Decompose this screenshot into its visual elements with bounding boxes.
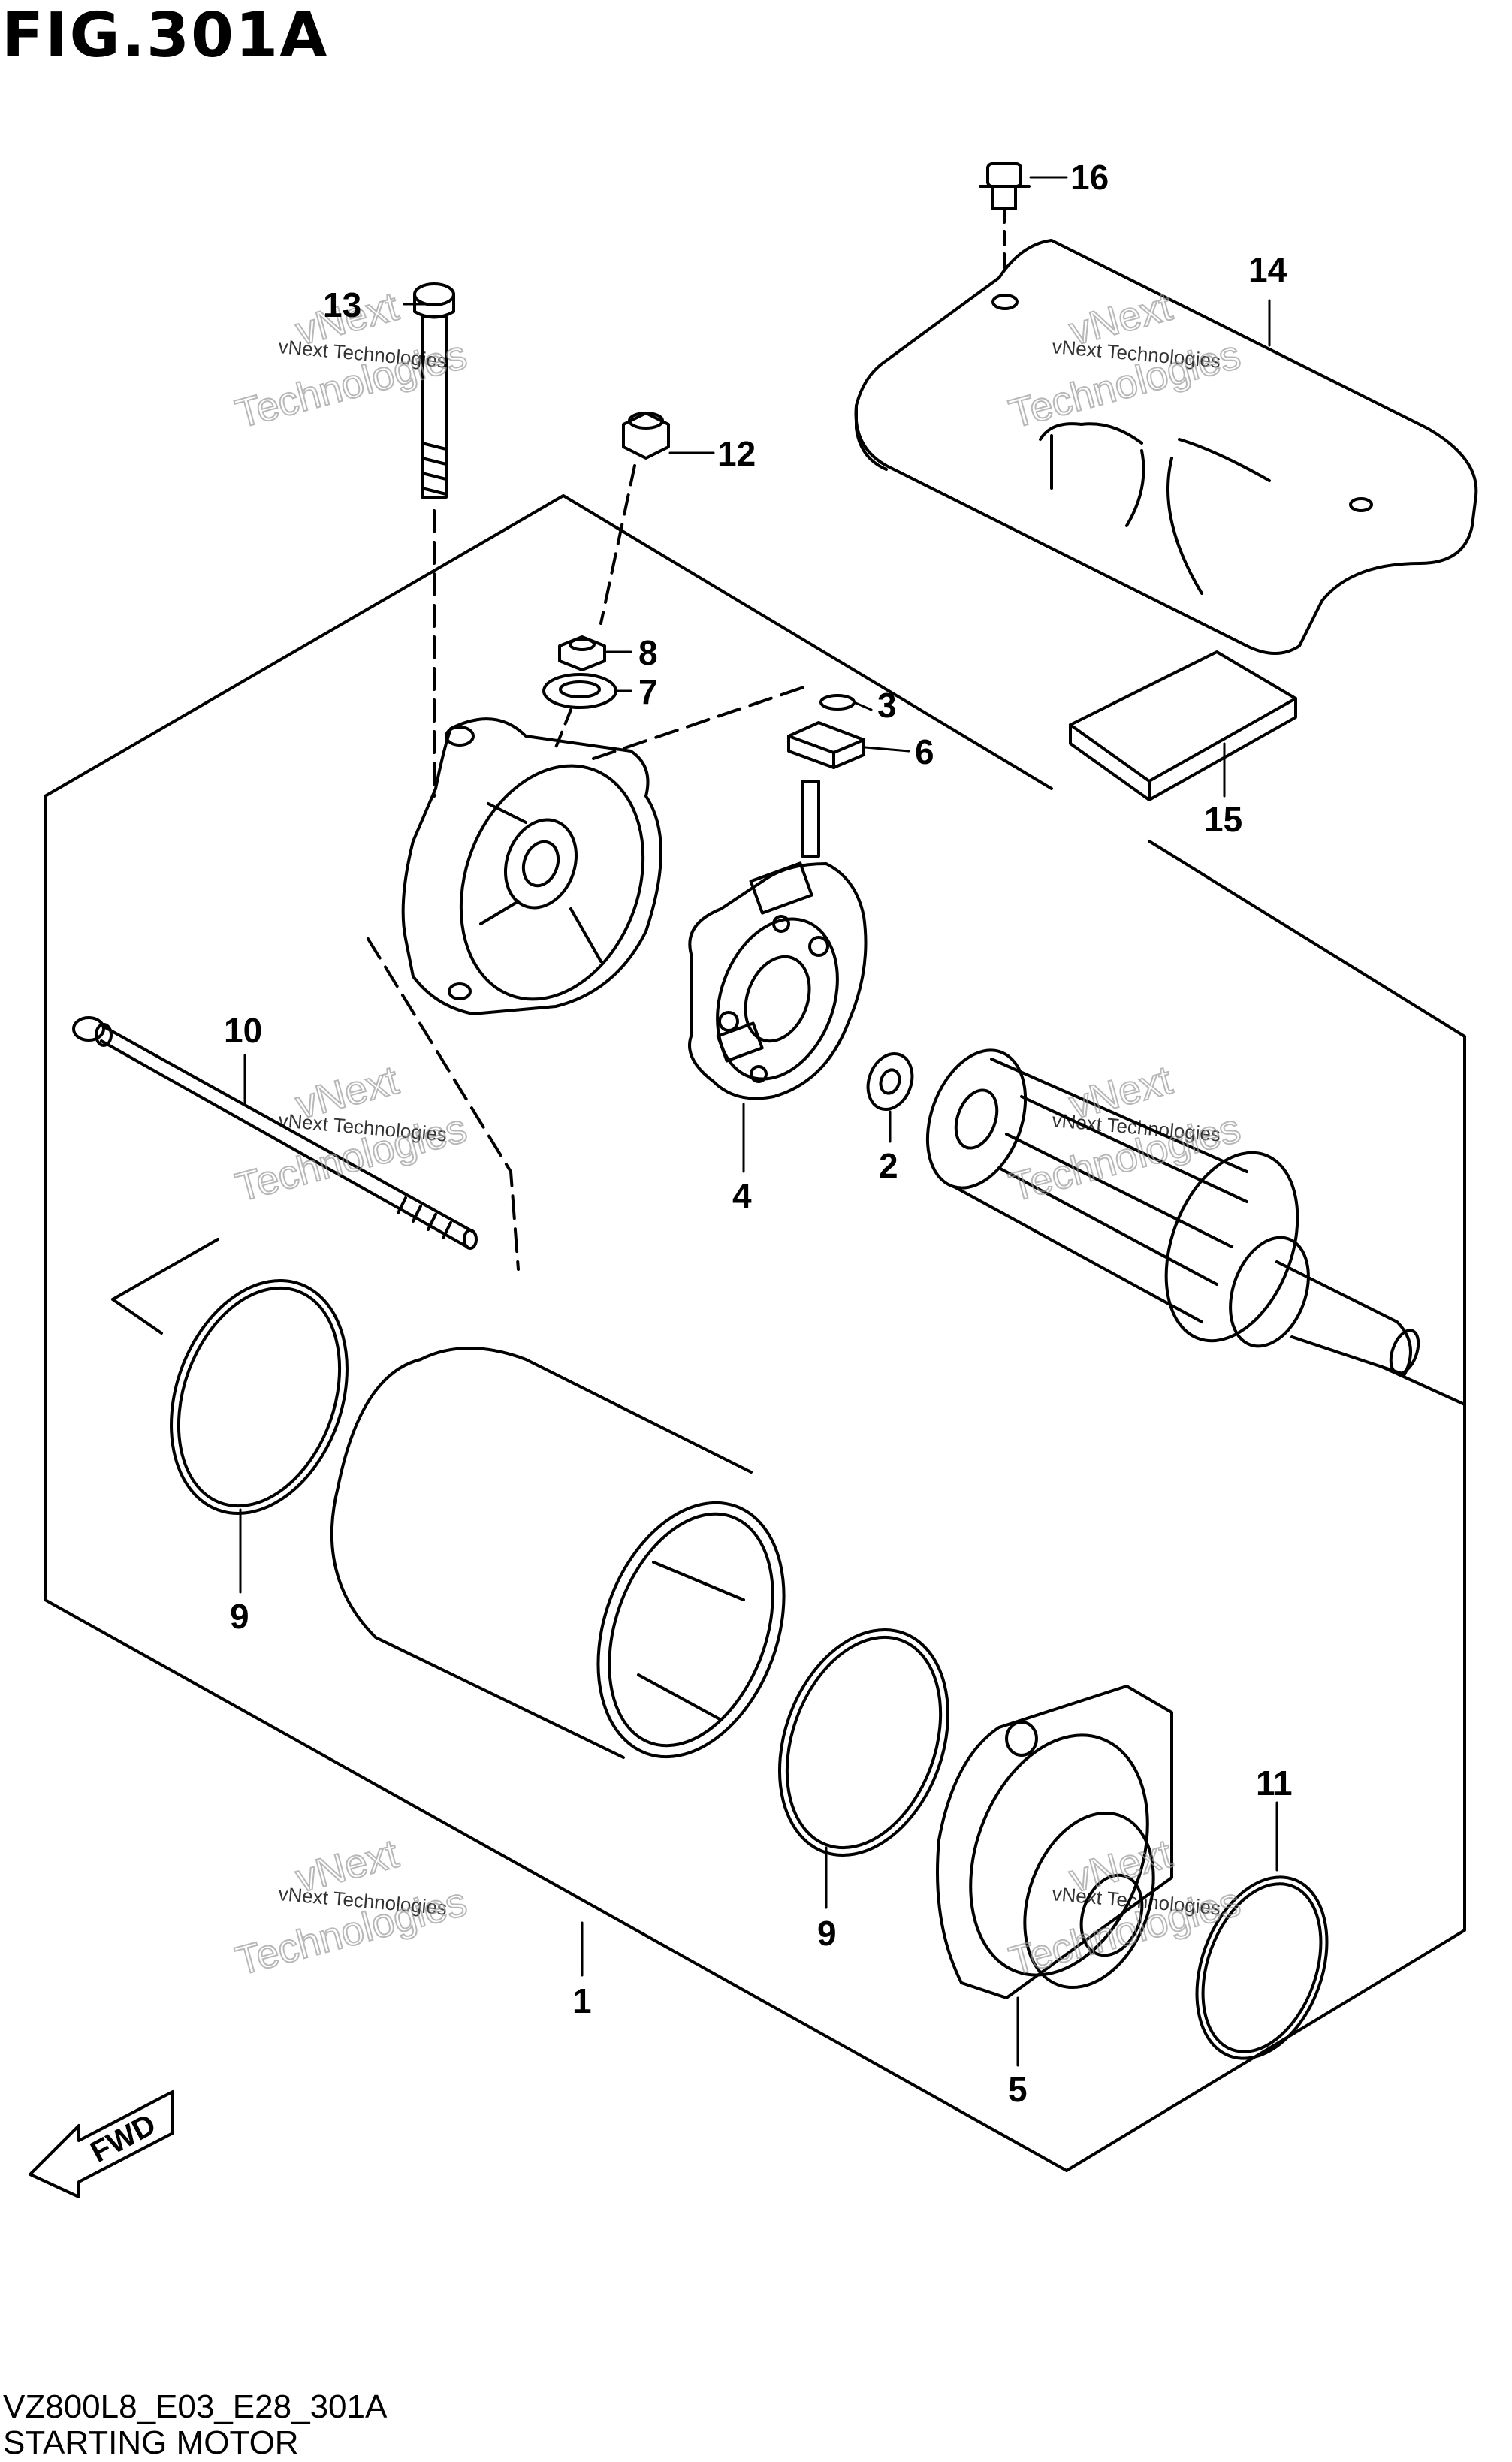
part-15-pad xyxy=(1069,650,1297,801)
figure-caption: STARTING MOTOR xyxy=(3,2424,299,2461)
callout-9-right: 9 xyxy=(817,1914,837,1953)
part-2-washer xyxy=(866,1052,914,1111)
fwd-arrow-icon xyxy=(29,2090,174,2198)
part-7-washer xyxy=(542,673,617,749)
part-10-bolt xyxy=(72,1016,478,1250)
callout-16: 16 xyxy=(1070,158,1109,197)
part-3-clip xyxy=(819,694,856,711)
part-16-bolt xyxy=(979,162,1031,272)
part-6-holder xyxy=(787,721,865,769)
assembly-frame xyxy=(44,494,1466,2172)
rear-housing xyxy=(401,717,662,1015)
callout-7: 7 xyxy=(638,672,658,711)
callout-8: 8 xyxy=(638,633,658,672)
callout-15: 15 xyxy=(1204,800,1242,839)
part-8-nut xyxy=(558,635,606,671)
part-1-yoke xyxy=(330,1347,786,1759)
callout-14: 14 xyxy=(1248,250,1287,289)
callout-labels: 16 14 13 12 8 7 3 6 15 10 4 2 9 11 9 1 5 xyxy=(224,158,1293,2109)
callout-3: 3 xyxy=(877,686,897,725)
callout-2: 2 xyxy=(879,1146,898,1185)
callout-6: 6 xyxy=(915,732,934,771)
part-13-bolt xyxy=(413,282,455,798)
figure-code: VZ800L8_E03_E28_301A xyxy=(3,2388,388,2425)
figure-title: FIG.301A xyxy=(2,0,329,71)
part-14-cover xyxy=(854,239,1478,655)
part-5-front-bracket xyxy=(936,1685,1173,1999)
callout-5: 5 xyxy=(1008,2070,1028,2109)
callout-10: 10 xyxy=(224,1011,262,1050)
callout-1: 1 xyxy=(572,1981,592,2020)
part-9-oring-right xyxy=(777,1628,950,1857)
callout-4: 4 xyxy=(732,1176,752,1215)
armature xyxy=(925,1048,1420,1376)
callout-9-left: 9 xyxy=(230,1597,249,1636)
part-12-nut xyxy=(599,412,670,625)
part-4-brush-holder xyxy=(688,780,868,1100)
callout-13: 13 xyxy=(323,285,361,324)
part-11-oring xyxy=(1195,1875,1329,2060)
callout-12: 12 xyxy=(717,434,756,473)
leader-lines xyxy=(239,176,1278,2067)
callout-11: 11 xyxy=(1256,1764,1293,1803)
part-9-oring-left xyxy=(170,1279,349,1515)
